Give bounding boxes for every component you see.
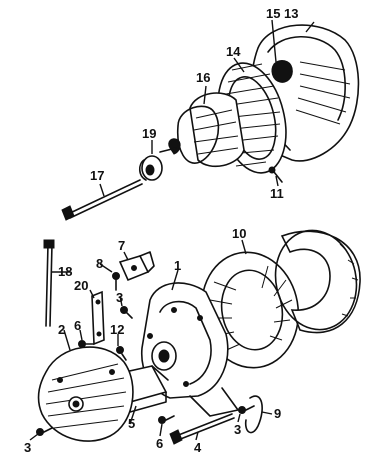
callout-12: 12 [110, 322, 124, 337]
screw-6-bottom [158, 415, 175, 424]
callout-4: 4 [194, 440, 202, 455]
callout-15: 15 [266, 6, 280, 21]
callout-3-upper: 3 [116, 290, 123, 305]
screw-3-left [36, 427, 53, 436]
stator-cover-ring [274, 229, 361, 334]
leader-lines [29, 19, 315, 441]
bearing [138, 155, 163, 181]
callout-18: 18 [58, 264, 72, 279]
small-screws [36, 272, 255, 436]
rotor [159, 92, 245, 168]
screw-11 [268, 166, 283, 183]
cable-tie [43, 239, 55, 327]
callout-11: 11 [270, 186, 284, 201]
callout-8: 8 [96, 256, 103, 271]
screw-3-upper [120, 306, 133, 319]
callout-6-left: 6 [74, 318, 81, 333]
bracket-20 [91, 290, 105, 346]
callout-9: 9 [274, 406, 281, 421]
screw-12 [116, 346, 127, 361]
callout-7: 7 [118, 238, 125, 253]
clip-9 [244, 395, 263, 434]
callout-16: 16 [196, 70, 210, 85]
callout-14: 14 [226, 44, 241, 59]
callout-3-right: 3 [234, 422, 241, 437]
long-bolt-4 [169, 413, 235, 445]
callout-13: 13 [284, 6, 298, 21]
callouts: 15 13 14 16 19 17 11 10 7 8 18 1 3 20 6 … [24, 6, 298, 455]
callout-19: 19 [142, 126, 156, 141]
callout-20: 20 [74, 278, 88, 293]
callout-1: 1 [174, 258, 181, 273]
callout-3-left: 3 [24, 440, 31, 455]
callout-17: 17 [90, 168, 104, 183]
main-housing [140, 282, 239, 417]
end-cover [37, 346, 134, 442]
callout-10: 10 [232, 226, 246, 241]
callout-2: 2 [58, 322, 65, 337]
callout-6-bottom: 6 [156, 436, 163, 451]
callout-5: 5 [128, 416, 135, 431]
through-bolt [61, 179, 143, 221]
screw-8 [112, 272, 120, 291]
terminal-7 [118, 251, 155, 282]
screw-6-left [78, 340, 95, 348]
screw-3-right [238, 405, 255, 414]
